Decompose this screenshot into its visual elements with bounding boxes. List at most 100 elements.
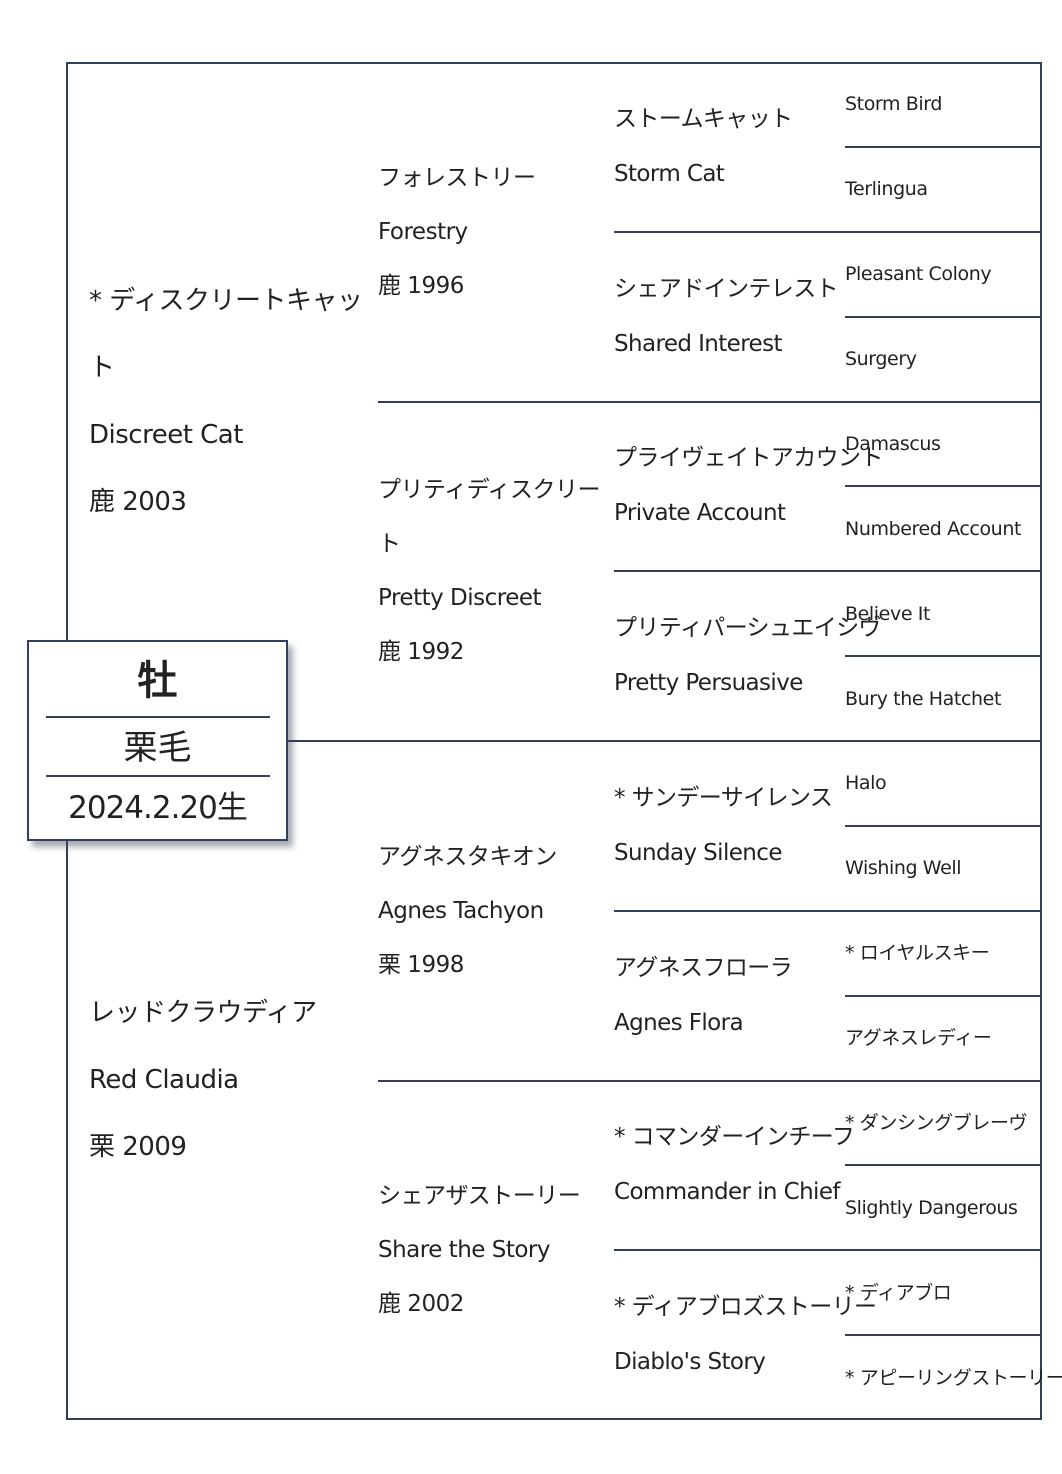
- ancestor-name-jp: プライヴェイトアカウント: [614, 445, 883, 472]
- divider-line: [845, 145, 1042, 148]
- ancestor-gen1-1: レッドクラウディア Red Claudia 栗 2009: [89, 741, 374, 1420]
- ancestor-gen3-1: シェアドインテレスト Shared Interest: [614, 232, 842, 402]
- ancestor-name: Surgery: [845, 348, 917, 371]
- ancestor-gen3-3: プリティパーシュエイシヴ Pretty Persuasive: [614, 571, 882, 741]
- ancestor-coat-year: 栗 1998: [378, 951, 464, 978]
- ancestor-name-jp: シェアザストーリー: [378, 1183, 581, 1210]
- ancestor-gen4-8: Halo: [845, 741, 1040, 826]
- horse-info-box: 牡 栗毛 2024.2.20生: [27, 640, 288, 841]
- ancestor-name-jp: * コマンダーインチーフ: [614, 1124, 855, 1151]
- ancestor-gen4-11: アグネスレディー: [845, 996, 1040, 1081]
- ancestor-name: Wishing Well: [845, 857, 962, 880]
- ancestor-name-en: Discreet Cat: [89, 419, 243, 450]
- ancestor-gen2-3: シェアザストーリー Share the Story 鹿 2002: [378, 1081, 608, 1421]
- ancestor-name-en: Agnes Tachyon: [378, 897, 544, 924]
- divider-line: [845, 824, 1042, 827]
- horse-color: 栗毛: [123, 728, 192, 768]
- ancestor-gen3-7: * ディアブロズストーリー Diablo's Story: [614, 1250, 877, 1420]
- ancestor-name-jp: フォレストリー: [378, 164, 536, 191]
- ancestor-gen4-7: Bury the Hatchet: [845, 656, 1040, 741]
- ancestor-name-en: Commander in Chief: [614, 1179, 840, 1206]
- ancestor-gen4-15: * アピーリングストーリー: [845, 1335, 1062, 1420]
- ancestor-name-en: Pretty Persuasive: [614, 670, 803, 697]
- ancestor-gen4-12: * ダンシングブレーヴ: [845, 1081, 1040, 1166]
- divider: [46, 716, 270, 718]
- ancestor-gen4-5: Numbered Account: [845, 486, 1040, 571]
- divider-line: [614, 230, 1042, 233]
- ancestor-gen4-13: Slightly Dangerous: [845, 1165, 1040, 1250]
- ancestor-gen4-2: Pleasant Colony: [845, 232, 1040, 317]
- divider-line: [845, 994, 1042, 997]
- ancestor-name-jp: アグネスフローラ: [614, 954, 793, 981]
- divider-line: [845, 1334, 1042, 1337]
- ancestor-name-jp: プリティディスクリート: [378, 477, 601, 558]
- ancestor-name-en: Pretty Discreet: [378, 585, 542, 612]
- divider-line: [845, 655, 1042, 658]
- ancestor-gen4-4: Damascus: [845, 402, 1040, 487]
- ancestor-gen3-0: ストームキャット Storm Cat: [614, 62, 842, 232]
- ancestor-name: Damascus: [845, 432, 941, 455]
- ancestor-gen3-6: * コマンダーインチーフ Commander in Chief: [614, 1081, 855, 1251]
- ancestor-name-jp: * ディスクリートキャット: [89, 285, 363, 383]
- ancestor-name-jp: アグネスタキオン: [378, 843, 557, 870]
- ancestor-name-en: Sunday Silence: [614, 839, 782, 866]
- ancestor-gen4-1: Terlingua: [845, 147, 1040, 232]
- ancestor-name: Pleasant Colony: [845, 263, 992, 286]
- ancestor-name-jp: プリティパーシュエイシヴ: [614, 615, 882, 642]
- ancestor-name: * ダンシングブレーヴ: [845, 1111, 1028, 1134]
- ancestor-name: Storm Bird: [845, 93, 943, 116]
- ancestor-gen2-2: アグネスタキオン Agnes Tachyon 栗 1998: [378, 741, 608, 1081]
- divider: [46, 775, 270, 777]
- ancestor-name: Bury the Hatchet: [845, 687, 1001, 710]
- ancestor-name: Believe It: [845, 602, 930, 625]
- divider-line: [288, 740, 1042, 742]
- ancestor-gen4-6: Believe It: [845, 571, 1040, 656]
- horse-sex: 牡: [137, 658, 178, 704]
- divider-line: [614, 909, 1042, 912]
- ancestor-name-en: Diablo's Story: [614, 1349, 766, 1376]
- ancestor-name: アグネスレディー: [845, 1027, 992, 1050]
- ancestor-gen4-3: Surgery: [845, 317, 1040, 402]
- divider-line: [614, 570, 1042, 573]
- divider-line: [378, 400, 1042, 403]
- divider-line: [614, 1249, 1042, 1252]
- ancestor-gen3-5: アグネスフローラ Agnes Flora: [614, 911, 842, 1081]
- ancestor-name-jp: * ディアブロズストーリー: [614, 1294, 877, 1321]
- ancestor-name-jp: シェアドインテレスト: [614, 275, 839, 302]
- ancestor-gen1-0: * ディスクリートキャット Discreet Cat 鹿 2003: [89, 62, 374, 741]
- ancestor-gen4-10: * ロイヤルスキー: [845, 911, 1040, 996]
- ancestor-gen2-0: フォレストリー Forestry 鹿 1996: [378, 62, 608, 402]
- ancestor-coat-year: 鹿 1992: [378, 639, 464, 666]
- ancestor-name-en: Share the Story: [378, 1237, 551, 1264]
- divider-line: [845, 315, 1042, 318]
- ancestor-name: Halo: [845, 772, 887, 795]
- ancestor-name-en: Shared Interest: [614, 330, 783, 357]
- ancestor-coat-year: 鹿 1996: [378, 272, 464, 299]
- ancestor-gen4-0: Storm Bird: [845, 62, 1040, 147]
- ancestor-name-en: Private Account: [614, 500, 786, 527]
- ancestor-gen2-1: プリティディスクリート Pretty Discreet 鹿 1992: [378, 402, 608, 742]
- divider-line: [845, 1164, 1042, 1167]
- horse-birth-date: 2024.2.20生: [68, 790, 248, 826]
- ancestor-name-en: Red Claudia: [89, 1065, 239, 1095]
- ancestor-name-en: Agnes Flora: [614, 1009, 744, 1036]
- ancestor-name-jp: * サンデーサイレンス: [614, 784, 833, 811]
- ancestor-name-jp: レッドクラウディア: [89, 998, 317, 1028]
- ancestor-name-en: Storm Cat: [614, 160, 725, 187]
- ancestor-name: * ロイヤルスキー: [845, 942, 990, 965]
- ancestor-name: * アピーリングストーリー: [845, 1366, 1062, 1389]
- divider-line: [378, 1079, 1042, 1082]
- ancestor-gen3-2: プライヴェイトアカウント Private Account: [614, 402, 883, 572]
- ancestor-coat-year: 鹿 2003: [89, 486, 187, 517]
- ancestor-gen4-14: * ディアブロ: [845, 1250, 1040, 1335]
- ancestor-name: Slightly Dangerous: [845, 1196, 1018, 1219]
- ancestor-gen3-4: * サンデーサイレンス Sunday Silence: [614, 741, 842, 911]
- ancestor-gen4-9: Wishing Well: [845, 826, 1040, 911]
- ancestor-name: Numbered Account: [845, 517, 1022, 540]
- divider-line: [845, 485, 1042, 488]
- ancestor-coat-year: 鹿 2002: [378, 1291, 464, 1318]
- ancestor-name-jp: ストームキャット: [614, 105, 793, 132]
- ancestor-name-en: Forestry: [378, 218, 468, 245]
- ancestor-name: * ディアブロ: [845, 1281, 952, 1304]
- ancestor-coat-year: 栗 2009: [89, 1132, 187, 1162]
